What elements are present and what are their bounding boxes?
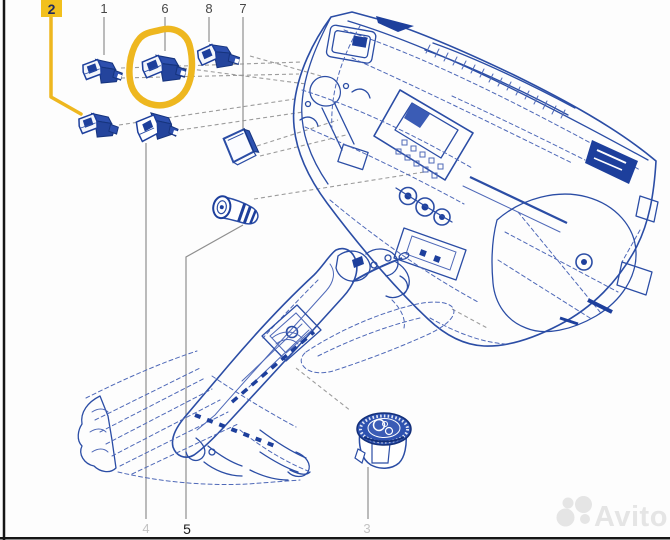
label-2-highlight-box — [41, 0, 62, 17]
yellow-leader-line — [49, 15, 83, 116]
callout-label-3: 3 — [363, 521, 370, 536]
callout-labels: 2 1 6 8 7 4 5 3 — [48, 1, 371, 537]
switch-4 — [135, 112, 179, 143]
yellow-highlight-circle — [126, 25, 196, 109]
watermark-text: Avito — [594, 501, 668, 533]
callout-label-4: 4 — [142, 521, 149, 536]
switch-2 — [78, 112, 119, 138]
lighter-socket-5 — [212, 195, 259, 225]
leader-dashed-lines — [118, 55, 490, 412]
callout-label-6: 6 — [161, 1, 168, 16]
blank-plug-7 — [222, 127, 260, 166]
callout-label-7: 7 — [239, 1, 246, 16]
armrest-drawing — [300, 301, 455, 374]
tray-hatching — [94, 367, 239, 475]
switch-6 — [141, 54, 187, 82]
yellow-annotations — [41, 0, 196, 116]
avito-logo-icon — [556, 496, 592, 527]
switch-8 — [196, 43, 241, 69]
callout-label-5: 5 — [183, 521, 191, 537]
rotary-knob-3 — [354, 412, 412, 469]
center-console-drawing — [171, 247, 410, 478]
callout-label-2: 2 — [48, 1, 56, 17]
stack-keypad — [395, 139, 444, 179]
avito-watermark: Avito — [556, 496, 668, 533]
callout-label-1: 1 — [100, 1, 107, 16]
climate-knobs — [395, 186, 453, 226]
switch-1 — [82, 58, 123, 84]
callout-line-5 — [185, 224, 244, 519]
vent-hatching — [425, 44, 566, 119]
dashboard-drawing — [292, 11, 659, 347]
callout-label-8: 8 — [205, 1, 212, 16]
callout-lines — [103, 17, 369, 519]
lower-console-drawing — [77, 350, 301, 485]
